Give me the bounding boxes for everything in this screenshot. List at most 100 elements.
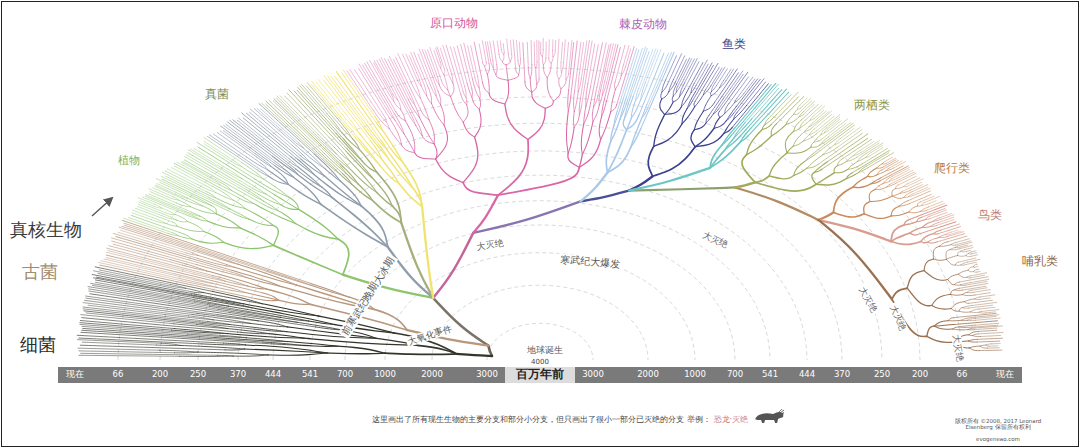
group-name: 古菌 <box>22 262 58 283</box>
tree-branch <box>186 288 204 292</box>
tree-branch <box>245 293 278 301</box>
tree-branch <box>543 65 547 78</box>
tree-branch <box>444 69 445 74</box>
axis-tick: 700 <box>727 370 743 380</box>
tree-branch <box>980 335 1000 336</box>
tree-branch <box>986 345 989 346</box>
tree-branch <box>696 64 708 85</box>
tree-branch <box>506 61 510 65</box>
tree-branch <box>194 280 213 284</box>
tree-branch <box>450 47 463 92</box>
tree-branch <box>710 92 712 96</box>
tree-branch <box>675 59 686 81</box>
tree-branch <box>99 262 181 280</box>
tree-branch <box>896 173 916 183</box>
tree-branch <box>955 289 963 291</box>
tree-branch <box>331 197 387 247</box>
tree-branch <box>805 151 821 162</box>
tree-branch <box>519 42 520 59</box>
tree-branch <box>715 67 725 83</box>
tree-branch <box>969 300 993 303</box>
tree-branch <box>963 286 986 290</box>
tree-branch <box>735 182 756 187</box>
tree-branch <box>233 355 268 356</box>
tree-branch <box>986 344 992 345</box>
tree-branch <box>811 142 814 147</box>
tree-branch <box>955 262 958 265</box>
tree-branch <box>871 178 882 184</box>
tree-branch <box>972 253 977 254</box>
tree-branch <box>921 207 929 211</box>
tree-branch <box>977 271 980 273</box>
tree-branch <box>834 169 847 172</box>
tree-branch <box>536 68 537 84</box>
tree-branch <box>385 59 417 121</box>
tree-branch <box>581 124 583 155</box>
tree-branch <box>347 71 373 110</box>
tree-branch <box>974 328 997 330</box>
tree-branch <box>552 40 553 51</box>
tree-branch <box>719 72 747 111</box>
tree-branch <box>463 91 466 97</box>
tree-branch <box>980 307 995 309</box>
tree-branch <box>694 60 707 83</box>
tree-branch <box>472 97 479 109</box>
tree-branch <box>227 329 269 334</box>
tree-branch <box>966 253 969 255</box>
time-arc <box>160 97 920 360</box>
tree-branch <box>971 273 987 276</box>
tree-branch <box>886 168 893 171</box>
caption: 这里画出了所有现生生物的主要分支和部分小分支，但只画出了很小一部分已灭绝的分支 … <box>372 415 711 424</box>
event-label: 大灭绝 <box>856 284 880 316</box>
tree-branch <box>578 73 579 92</box>
tree-branch <box>553 89 561 101</box>
tree-branch <box>254 329 287 331</box>
tree-branch <box>940 242 948 247</box>
tree-branch <box>824 129 827 133</box>
tree-branch <box>681 89 688 107</box>
tree-branch <box>958 251 961 255</box>
tree-branch <box>840 129 854 139</box>
tree-branch <box>801 98 811 108</box>
tree-branch <box>593 105 599 121</box>
tree-branch <box>725 103 735 114</box>
tree-branch <box>517 40 518 60</box>
tree-branch <box>132 213 151 220</box>
tree-branch <box>611 126 614 142</box>
tree-branch <box>288 185 320 205</box>
tree-branch <box>231 209 249 219</box>
tree-branch <box>444 74 448 90</box>
event-label: 地球诞生 <box>525 345 565 355</box>
tree-branch <box>410 93 414 104</box>
tree-branch <box>451 83 454 96</box>
tree-branch <box>710 145 722 167</box>
tree-branch <box>985 312 995 313</box>
tree-branch <box>581 41 592 106</box>
tree-branch <box>104 259 194 280</box>
tree-branch <box>160 182 191 196</box>
tree-branch <box>617 49 637 112</box>
tree-branch <box>574 115 579 128</box>
tree-branch <box>978 330 996 331</box>
tree-branch <box>418 54 430 84</box>
tree-branch <box>430 48 441 81</box>
tree-branch <box>510 54 512 61</box>
tree-branch <box>818 220 891 241</box>
tree-branch <box>78 348 159 350</box>
tree-branch <box>268 353 327 355</box>
tree-branch <box>959 311 970 312</box>
tree-branch <box>150 192 177 203</box>
tree-branch <box>186 253 197 255</box>
tree-branch <box>273 226 278 246</box>
tree-branch <box>798 108 801 109</box>
tree-branch <box>220 131 256 157</box>
group-name: 棘皮动物 <box>619 18 667 32</box>
tree-branch <box>862 148 887 163</box>
tree-branch <box>628 47 646 100</box>
tree-branch <box>417 121 423 136</box>
group-name: 真核生物 <box>10 220 82 241</box>
tree-branch <box>673 96 680 102</box>
tree-branch <box>720 80 724 87</box>
tree-branch <box>900 190 910 193</box>
tree-branch <box>173 324 227 329</box>
